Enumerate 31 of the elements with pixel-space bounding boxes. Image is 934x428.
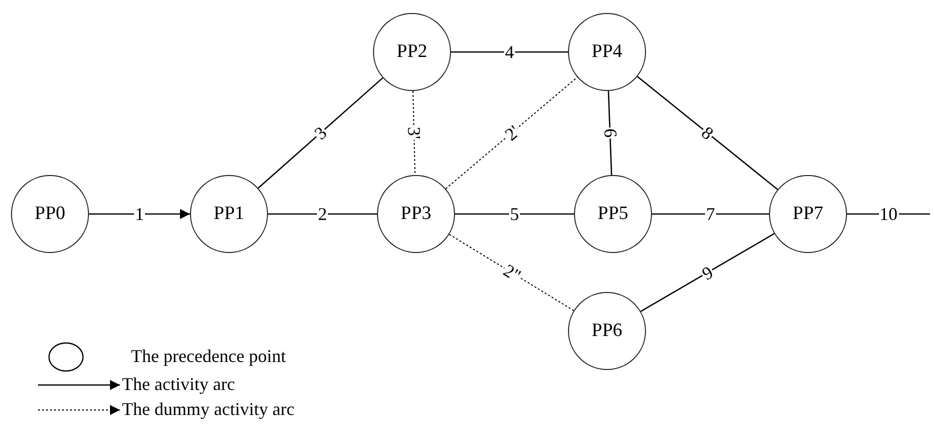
dummy-activity-arc [448, 234, 574, 312]
activity-arc [451, 51, 568, 53]
edge-label: 1 [134, 205, 145, 223]
activity-arc [258, 77, 384, 189]
node-label: PP2 [396, 41, 428, 63]
activity-arc [268, 213, 377, 215]
legend-text: The precedence point [131, 346, 286, 366]
activity-arc [455, 213, 574, 215]
edge-label: 7 [705, 205, 716, 223]
dummy-activity-arc [445, 76, 578, 190]
node-label: PP5 [598, 203, 628, 225]
node-label: PP3 [400, 203, 432, 225]
legend-text: The dummy activity arc [122, 399, 294, 419]
edge-label: 5 [509, 205, 520, 223]
activity-arc [640, 233, 775, 312]
activity-arc [652, 213, 769, 215]
node-label: PP6 [592, 320, 622, 342]
activity-arc [847, 213, 930, 215]
node-label: PP4 [592, 41, 622, 63]
node-label: PP7 [792, 203, 824, 225]
activity-arc [636, 76, 778, 190]
edge-label: 2 [317, 205, 328, 223]
legend-text: The activity arc [122, 374, 235, 394]
node-label: PP0 [34, 203, 66, 225]
edge-label: 3' [404, 126, 424, 140]
edge-label: 4 [504, 43, 515, 61]
activity-arc [608, 90, 612, 176]
edge-label: 10 [878, 205, 898, 223]
node-label: PP1 [214, 203, 244, 225]
activity-arc [89, 209, 190, 219]
dummy-activity-arc [412, 90, 416, 176]
